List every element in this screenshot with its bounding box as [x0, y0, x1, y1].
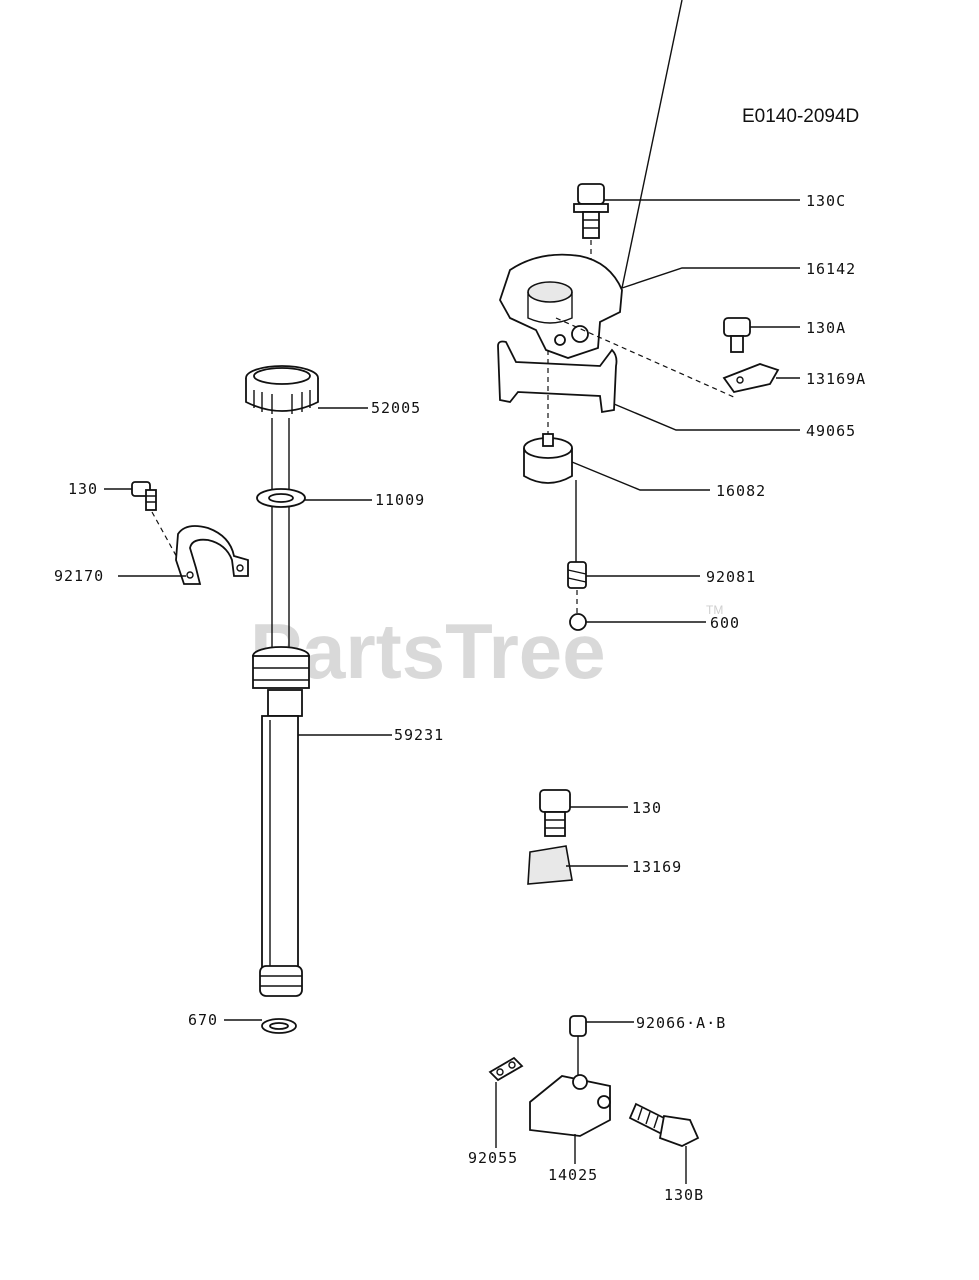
- callout-92066[interactable]: 92066·A·B: [636, 1014, 726, 1032]
- dash-link-13169A: [555, 317, 737, 399]
- part-92055-gasket[interactable]: [488, 1056, 524, 1082]
- part-49065-holder[interactable]: [497, 340, 618, 414]
- leader-49065: [613, 403, 800, 431]
- part-16082-weight[interactable]: [523, 433, 573, 484]
- callout-600[interactable]: 600: [710, 614, 740, 632]
- callout-52005[interactable]: 52005: [371, 399, 421, 417]
- part-130B-bolt[interactable]: [628, 1102, 700, 1147]
- callout-92170[interactable]: 92170: [54, 567, 104, 585]
- part-11009-oring[interactable]: [256, 488, 306, 508]
- part-92081-spring[interactable]: [567, 561, 587, 589]
- callout-16142[interactable]: 16142: [806, 260, 856, 278]
- part-130A-bolt[interactable]: [723, 317, 751, 353]
- callout-11009[interactable]: 11009: [375, 491, 425, 509]
- part-92066-nozzle[interactable]: [569, 1015, 587, 1037]
- leader-16142-path: [621, 267, 800, 289]
- callout-130-left[interactable]: 130: [68, 480, 98, 498]
- callout-59231[interactable]: 59231: [394, 726, 444, 744]
- part-13169A-plate[interactable]: [722, 363, 780, 394]
- part-52005-cap[interactable]: [245, 365, 319, 414]
- callout-130-mid[interactable]: 130: [632, 799, 662, 817]
- diagram-ref-code: E0140-2094D: [742, 106, 859, 127]
- callout-670[interactable]: 670: [188, 1011, 218, 1029]
- part-130-bolt-mid[interactable]: [539, 789, 571, 837]
- part-dipstick-rod: [271, 418, 290, 650]
- part-600-ball[interactable]: [569, 613, 587, 631]
- part-92170-bracket[interactable]: [175, 525, 249, 585]
- part-14025-block[interactable]: [529, 1074, 611, 1137]
- watermark-tm: TM: [706, 603, 723, 617]
- part-670-oring[interactable]: [261, 1018, 297, 1034]
- part-130C-bolt[interactable]: [573, 183, 609, 239]
- callout-130B[interactable]: 130B: [664, 1186, 704, 1204]
- callout-16082[interactable]: 16082: [716, 482, 766, 500]
- callout-14025[interactable]: 14025: [548, 1166, 598, 1184]
- leader-16142: [621, 0, 683, 289]
- callout-49065[interactable]: 49065: [806, 422, 856, 440]
- callout-130A[interactable]: 130A: [806, 319, 846, 337]
- part-16142-plate[interactable]: [499, 253, 623, 359]
- callout-13169[interactable]: 13169: [632, 858, 682, 876]
- leader-16082: [571, 461, 710, 491]
- callout-92055[interactable]: 92055: [468, 1149, 518, 1167]
- callout-92081[interactable]: 92081: [706, 568, 756, 586]
- part-13169-plate[interactable]: [527, 845, 573, 885]
- callout-130C[interactable]: 130C: [806, 192, 846, 210]
- part-59231-tube[interactable]: [252, 646, 310, 997]
- callout-13169A[interactable]: 13169A: [806, 370, 866, 388]
- part-130-bolt-left[interactable]: [131, 481, 157, 511]
